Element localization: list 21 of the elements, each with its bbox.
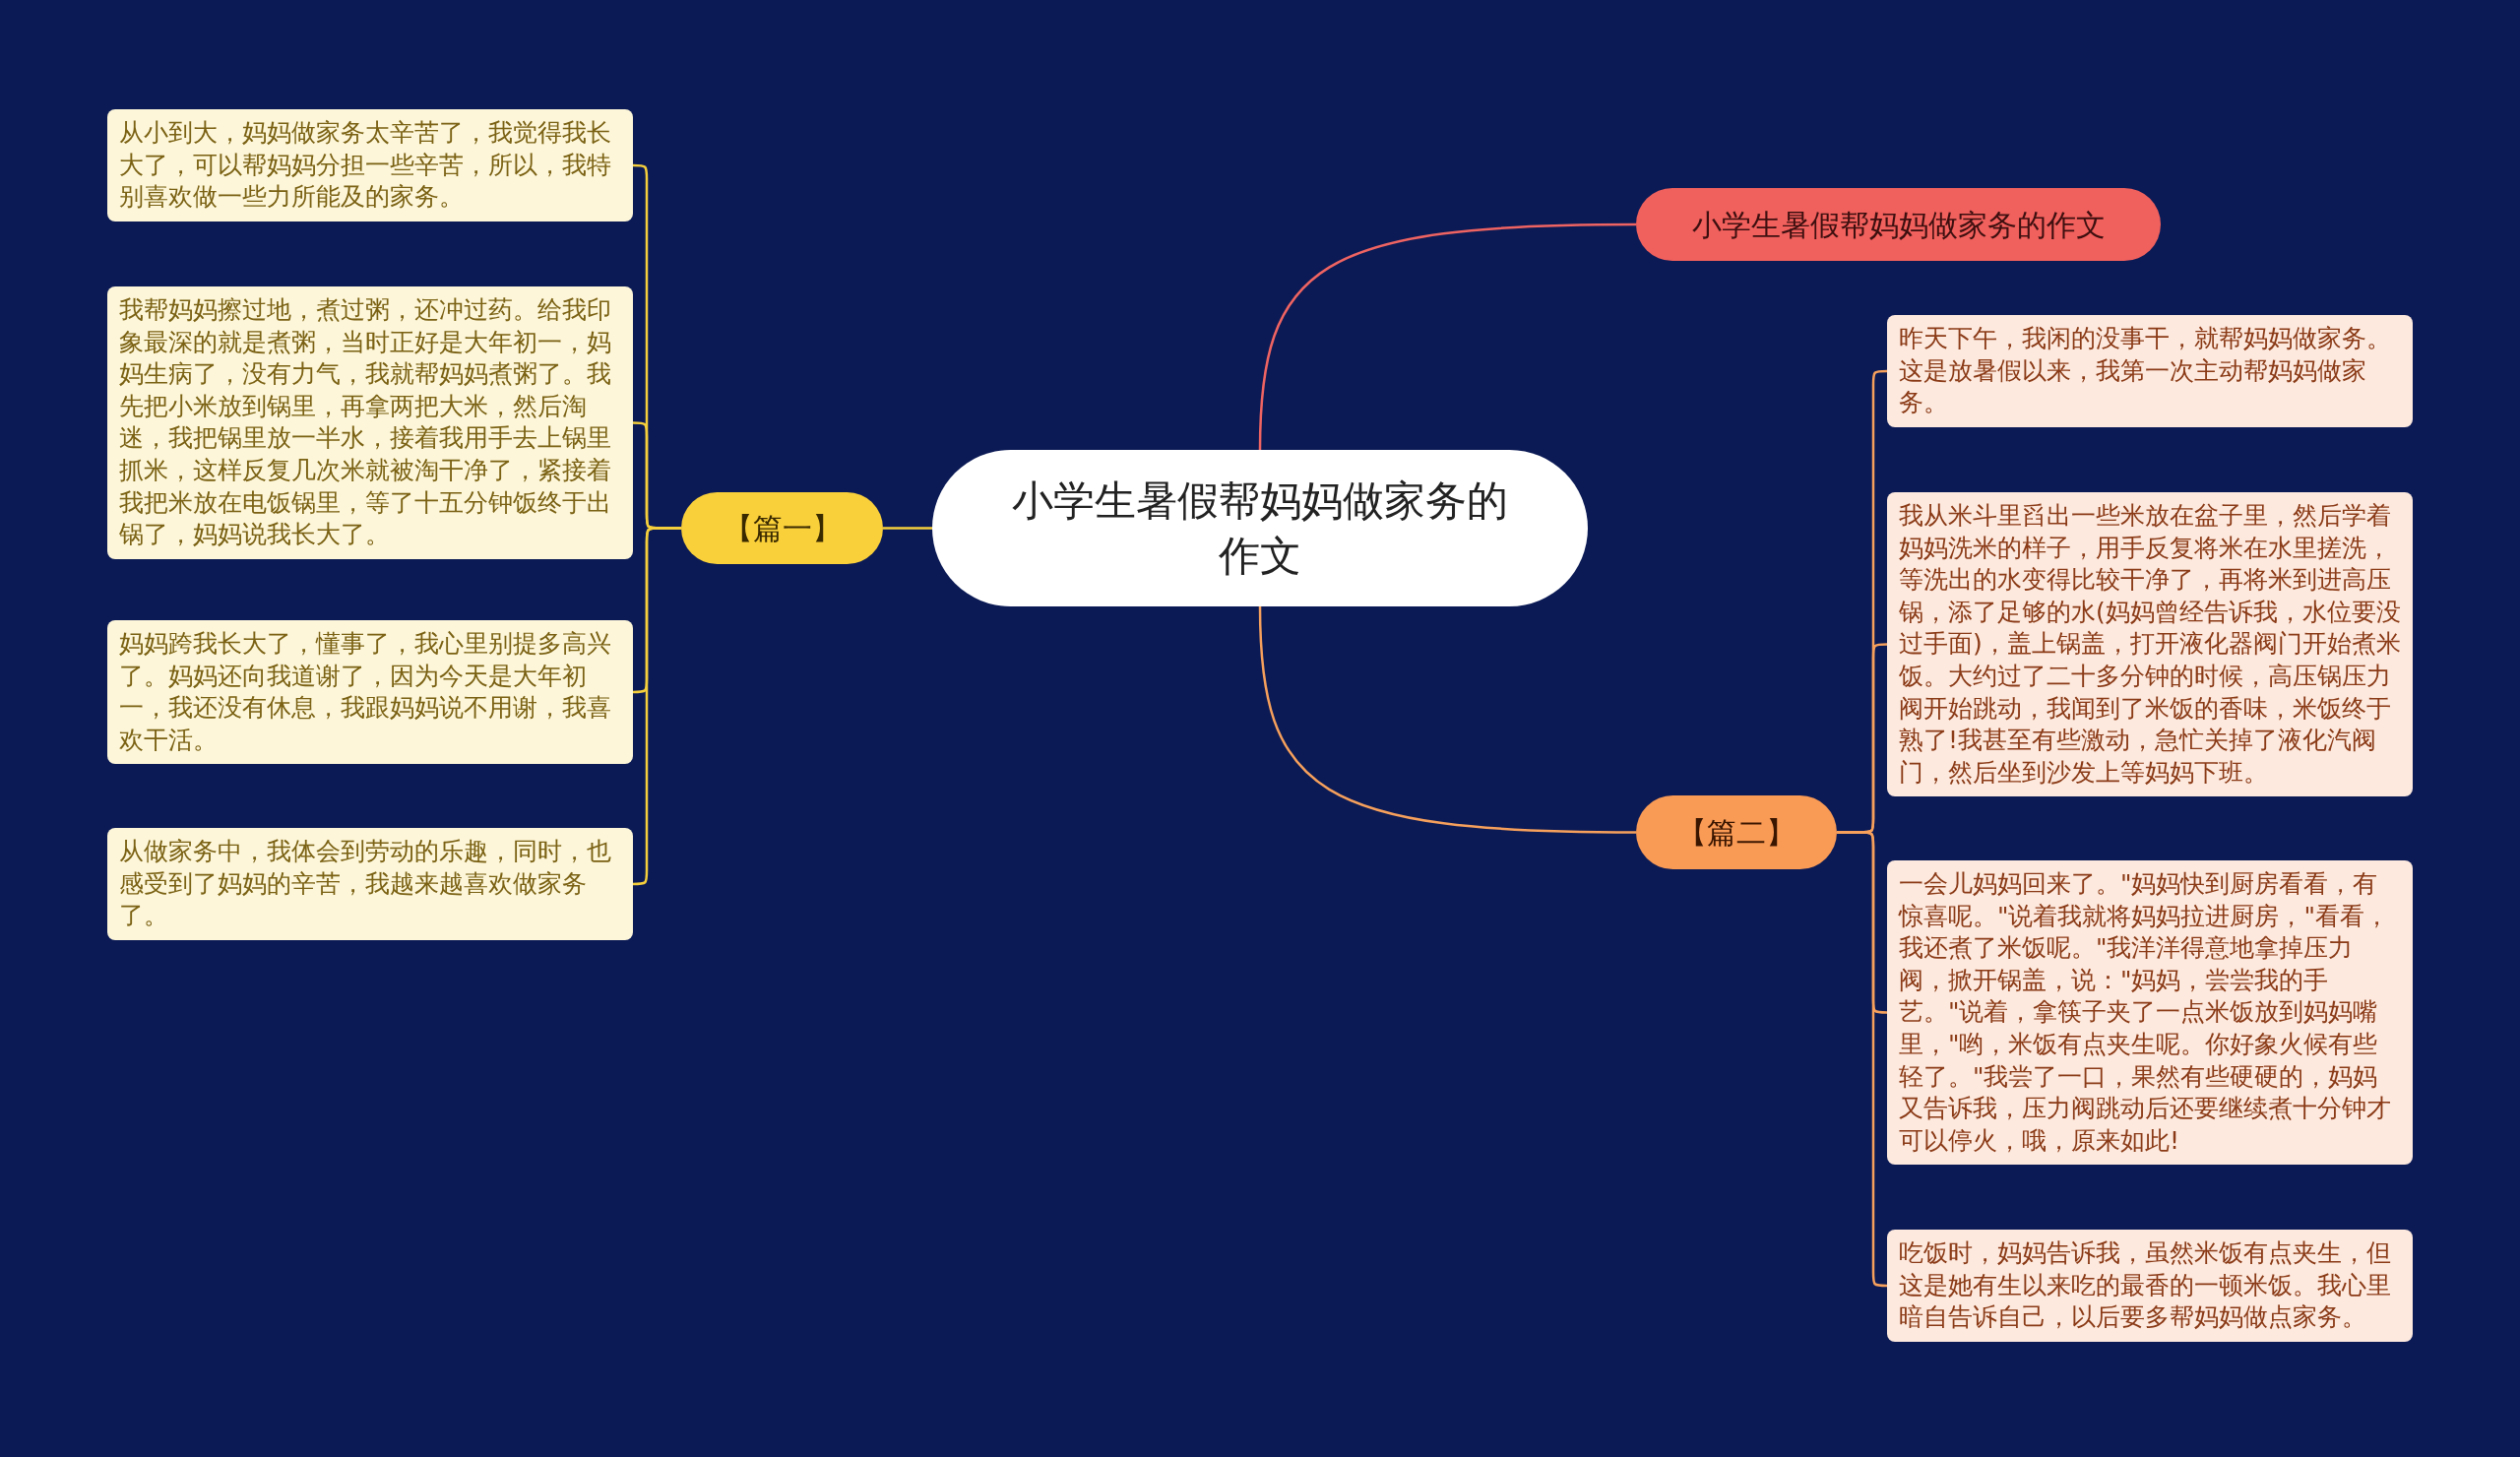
text-card: [107, 828, 633, 940]
node-text: 从小到大，妈妈做家务太辛苦了，我觉得我长大了，可以帮妈妈分担一些辛苦，所以，我特别喜欢做一些力所能及的家务。: [119, 117, 612, 214]
node-text: 妈妈跨我长大了，懂事了，我心里别提多高兴了。妈妈还向我道谢了，因为今天是大年初一，我还没有休息，我跟妈妈说不用谢，我喜欢干活。: [119, 628, 612, 756]
node-text: 小学生暑假帮妈妈做家务的作文: [1011, 475, 1509, 582]
node-text: 昨天下午，我闲的没事干，就帮妈妈做家务。这是放暑假以来，我第一次主动帮妈妈做家务。: [1899, 323, 2392, 419]
node-text: 【篇一】: [723, 510, 842, 547]
text-card: [107, 620, 633, 765]
node-text: 我帮妈妈擦过地，煮过粥，还冲过药。给我印象最深的就是煮粥，当时正好是大年初一，妈妈生病了，没有力气，我就帮妈妈煮粥了。我先把小米放到锅里，再拿两把大米，然后淘迷，我把锅里放一半水，接着我用手去上锅里抓米，这样反复几次米就被淘干净了，紧接着我把米放在电饭锅里，等了十五分钟饭终于出锅了，妈妈说我长大了。: [119, 294, 612, 551]
connector-line: [1258, 605, 1636, 834]
node-text: 一会儿妈妈回来了。"妈妈快到厨房看看，有惊喜呢。"说着我就将妈妈拉进厨房，"看看，我还煮了米饭呢。"我洋洋得意地拿掉压力阀，掀开锅盖，说："妈妈，尝尝我的手艺。"说着，拿筷子夹了一点米饭放到妈妈嘴里，"哟，米饭有点夹生呢。你好象火候有些轻了。"我尝了一口，果然有些硬硬的，妈妈又告诉我，压力阀跳动后还要继续煮十分钟才可以停火，哦，原来如此!: [1899, 868, 2392, 1157]
node-text: 我从米斗里舀出一些米放在盆子里，然后学着妈妈洗米的样子，用手反复将米在水里搓洗，等洗出的水变得比较干净了，再将米到进高压锅，添了足够的水(妈妈曾经告诉我，水位要没过手面)，盖上锅盖，打开液化器阀门开始煮米饭。大约过了二十多分钟的时候，高压锅压力阀开始跳动，我闻到了米饭的香味，米饭终于熟了!我甚至有些激动，急忙关掉了液化汽阀门，然后坐到沙发上等妈妈下班。: [1899, 500, 2401, 789]
connector-line: [1258, 222, 1636, 451]
text-card: [1887, 1230, 2413, 1342]
node-text: 【篇二】: [1677, 814, 1796, 852]
node-text: 吃饭时，妈妈告诉我，虽然米饭有点夹生，但这是她有生以来吃的最香的一顿米饭。我心里暗自告诉自己，以后要多帮妈妈做点家务。: [1899, 1237, 2392, 1334]
node-text: 从做家务中，我体会到劳动的乐趣，同时，也感受到了妈妈的辛苦，我越来越喜欢做家务了。: [119, 836, 612, 932]
text-card: [1887, 315, 2413, 427]
connector-line: [883, 527, 932, 530]
text-card: [107, 109, 633, 222]
connector-line: [633, 527, 681, 886]
node-text: 小学生暑假帮妈妈做家务的作文: [1691, 206, 2106, 244]
